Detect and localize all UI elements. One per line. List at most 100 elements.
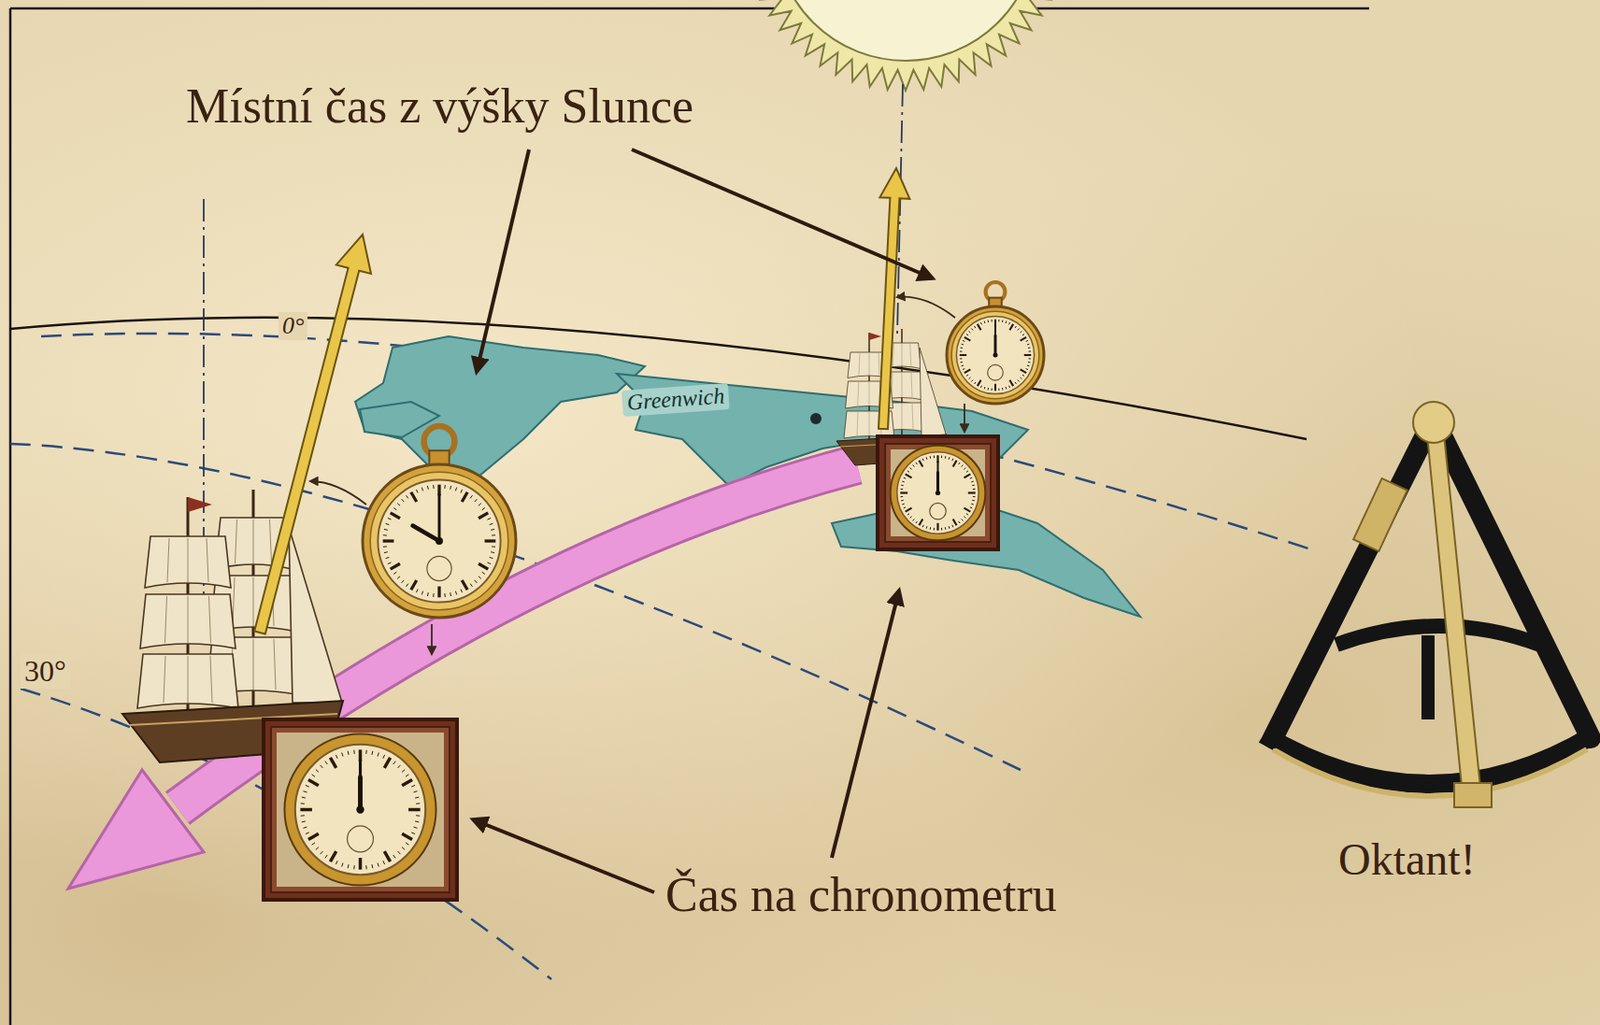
- clock-tick: [913, 465, 915, 468]
- line-shape: [472, 819, 655, 893]
- clock-tick: [900, 488, 904, 490]
- clock-tick: [1009, 385, 1011, 388]
- diagram-label: 0°: [278, 312, 308, 341]
- line-shape: [631, 149, 933, 279]
- clock-tick: [974, 326, 976, 329]
- clock-tick: [305, 832, 310, 835]
- clock-tick: [907, 514, 910, 516]
- sail-seam: [901, 343, 903, 367]
- clock-tick: [900, 500, 904, 502]
- sail-seam: [187, 656, 189, 703]
- sun-direction-arrow: [878, 168, 910, 429]
- clock-tick: [490, 551, 495, 554]
- path-shape: [1272, 749, 1587, 797]
- clock-tick: [970, 477, 972, 479]
- clock-tick: [971, 380, 973, 383]
- clock-tick: [315, 847, 319, 851]
- clock-tick: [900, 491, 908, 494]
- clock-tick: [432, 485, 434, 489]
- clock-tick: [301, 820, 306, 823]
- clock-tick: [329, 851, 336, 862]
- sail-seam: [235, 519, 238, 564]
- clock-tick: [1028, 350, 1031, 352]
- sub-dial: [929, 502, 946, 519]
- sail-seam: [270, 519, 272, 564]
- clock-tick: [959, 354, 967, 357]
- clock-tick: [487, 562, 492, 565]
- clock-tick: [971, 503, 973, 506]
- clock-tick: [963, 516, 966, 519]
- clock-tick: [1022, 374, 1025, 376]
- clock-tick: [961, 365, 964, 368]
- clock-tick: [1026, 340, 1029, 342]
- chronometer-box: [877, 436, 999, 550]
- sail-seam: [912, 403, 914, 429]
- clock-tick: [1009, 380, 1014, 386]
- sail-seam: [167, 538, 170, 583]
- sail-seam: [869, 412, 871, 436]
- clock-tick: [1020, 337, 1027, 342]
- clock-tick: [405, 774, 409, 777]
- clock-tick: [994, 384, 997, 391]
- frame-line: [9, 8, 13, 1025]
- clock-tick: [384, 551, 388, 554]
- pennant: [187, 497, 213, 513]
- sail: [140, 594, 236, 649]
- clock-tick: [414, 827, 418, 829]
- clock-tick: [962, 369, 965, 371]
- clock-tick: [461, 580, 468, 590]
- rect-shape: [1353, 478, 1408, 552]
- pointer-lines: [310, 297, 965, 655]
- clock-tick: [984, 321, 986, 324]
- clock-tick: [941, 528, 943, 531]
- clock-tick: [398, 765, 401, 769]
- clock-tick: [325, 855, 328, 858]
- clock-tick: [922, 458, 924, 461]
- clock-tick: [401, 833, 413, 840]
- clock-tick: [474, 499, 478, 502]
- clock-tick: [411, 580, 417, 590]
- clock-tick: [487, 517, 492, 520]
- watch-case: [946, 306, 1044, 404]
- clock-tick: [342, 753, 343, 758]
- clock-tick: [959, 350, 962, 352]
- clock-tick: [315, 770, 319, 773]
- clock-tick: [1028, 361, 1030, 364]
- path-shape: [897, 297, 956, 318]
- clock-tick: [347, 864, 350, 869]
- clock-tick: [960, 347, 963, 350]
- clock-tick: [1022, 334, 1025, 336]
- clock-tick: [958, 521, 961, 524]
- clock-tick: [470, 495, 472, 499]
- clock-tick: [1009, 322, 1011, 325]
- line-shape: [831, 590, 900, 858]
- sail-seam: [911, 372, 913, 398]
- polygon-shape: [1426, 425, 1483, 806]
- clock-tick: [387, 517, 392, 520]
- line-shape: [1272, 418, 1434, 739]
- clock-tick: [922, 525, 924, 528]
- clock-tick: [474, 580, 478, 584]
- chronometer-ring: [284, 733, 436, 886]
- line-shape: [1421, 635, 1435, 720]
- jib: [288, 527, 343, 703]
- clock-tick: [1027, 343, 1029, 346]
- clock-tick: [958, 462, 961, 465]
- sub-dial: [987, 364, 1004, 381]
- path-shape: [1336, 626, 1541, 645]
- sun: [744, 0, 1067, 91]
- clock-tick: [952, 525, 954, 528]
- chronometer-frame: [885, 443, 991, 543]
- clock-tick: [948, 457, 951, 459]
- clock-tick: [964, 508, 972, 513]
- clock-tick: [971, 485, 975, 487]
- clock-tick: [312, 842, 315, 845]
- clock-tick: [414, 797, 419, 800]
- clock-tick: [952, 458, 954, 461]
- clock-tick: [926, 457, 929, 459]
- clock-tick: [415, 802, 420, 804]
- clock-tick: [384, 528, 388, 531]
- clock-tick: [478, 563, 488, 570]
- clock-tick: [393, 571, 397, 574]
- clock-tick: [1005, 321, 1008, 324]
